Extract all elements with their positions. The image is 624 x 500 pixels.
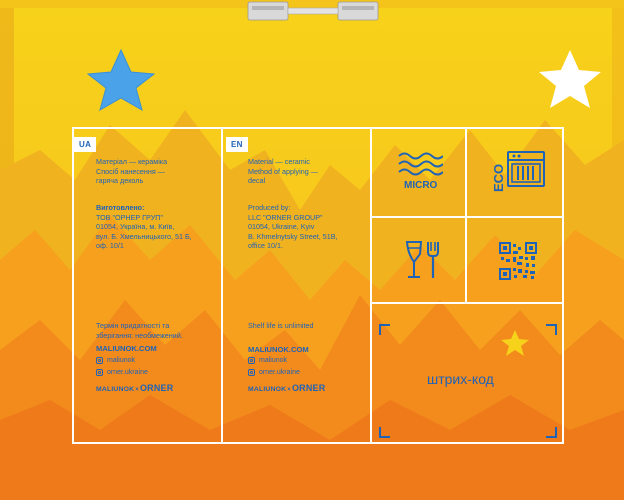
lang-tag-ua: UA	[74, 137, 97, 152]
info-panel	[72, 127, 564, 444]
en-producer-block: Produced by: LLC "ORNER GROUP" 01054, Uk…	[248, 203, 372, 251]
mountains-bottom	[0, 395, 624, 500]
divider-4	[370, 216, 562, 218]
instagram-icon	[96, 357, 103, 364]
ua-method2: гаряча деколь	[96, 176, 144, 186]
ua-shelf-block: Термін придатності та зберігання: необме…	[96, 321, 220, 354]
en-address2: B. Khmelnytsky Street, 51B,	[248, 231, 338, 241]
eco-label: ECO	[491, 163, 506, 192]
qr-code-icon	[499, 242, 537, 280]
en-social-1: maliunok	[248, 357, 287, 364]
en-site: MALIUNOK.COM	[248, 344, 309, 354]
instagram-icon	[248, 369, 255, 376]
ua-social2-label: orner.ukraine	[107, 369, 148, 376]
barcode-label: штрих-код	[427, 371, 494, 387]
white-star-icon	[539, 50, 601, 108]
ua-address3: оф. 10/1	[96, 241, 124, 251]
en-social1-label: maliunok	[259, 357, 288, 364]
ua-logo-x: ×	[135, 387, 139, 393]
instagram-icon	[96, 369, 103, 376]
lid-crease	[0, 0, 624, 8]
barcode-area-frame	[379, 324, 557, 438]
ua-social1-label: maliunok	[107, 357, 136, 364]
dishwasher-icon	[507, 151, 545, 187]
ua-producer-block: Виготовлено: ТОВ "ОРНЕР ГРУП" 01054, Укр…	[96, 203, 220, 251]
en-material-block: Material — ceramic Method of applying — …	[248, 157, 368, 186]
en-logo-right: ORNER	[291, 383, 326, 393]
ua-logo-right: ORNER	[139, 383, 174, 393]
yellow-star-icon	[501, 330, 529, 356]
handle-clip-icon	[247, 1, 379, 21]
divider-5	[370, 302, 562, 304]
ua-method: Спосіб нанесення —	[96, 166, 165, 176]
ua-social-2: orner.ukraine	[96, 369, 148, 376]
en-material: Material — ceramic	[248, 157, 310, 166]
microwave-waves-icon	[398, 152, 443, 176]
ua-social-1: maliunok	[96, 357, 135, 364]
en-made-by-title: Produced by:	[248, 203, 291, 212]
ua-address2: вул. Б. Хмельницького, 51 Б,	[96, 231, 192, 241]
en-method: Method of applying —	[248, 166, 318, 176]
instagram-icon	[248, 357, 255, 364]
ua-shelf2: зберігання: необмежений.	[96, 330, 183, 340]
en-brand-logo: MALIUNOK×ORNER	[248, 383, 325, 393]
en-logo-x: ×	[287, 387, 291, 393]
en-shelf1: Shelf life is unlimited	[248, 321, 314, 330]
en-method2: decal	[248, 176, 266, 186]
divider-2	[370, 129, 372, 442]
ua-brand-logo: MALIUNOK×ORNER	[96, 383, 173, 393]
ua-company: ТОВ "ОРНЕР ГРУП"	[96, 212, 163, 222]
ua-address1: 01054, Україна, м. Київ,	[96, 222, 175, 232]
en-social2-label: orner.ukraine	[259, 369, 300, 376]
ua-material: Матеріал — кераміка	[96, 157, 168, 166]
ua-material-block: Матеріал — кераміка Спосіб нанесення — г…	[96, 157, 216, 186]
ua-made-by-title: Виготовлено:	[96, 203, 145, 212]
food-safe-glass-fork-icon	[405, 241, 439, 278]
divider-1	[221, 129, 223, 442]
micro-label: MICRO	[404, 180, 438, 191]
en-logo-left: MALIUNOK	[248, 386, 287, 393]
ua-shelf1: Термін придатності та	[96, 321, 170, 330]
blue-star-icon	[86, 48, 156, 112]
ua-logo-left: MALIUNOK	[96, 386, 135, 393]
en-address3: office 10/1.	[248, 241, 284, 251]
ua-site: MALIUNOK.COM	[96, 344, 157, 354]
lang-tag-en: EN	[226, 137, 248, 152]
en-company: LLC "ORNER GROUP"	[248, 212, 323, 222]
en-shelf-block: Shelf life is unlimited MALIUNOK.COM	[248, 321, 372, 354]
en-social-2: orner.ukraine	[248, 369, 300, 376]
en-address1: 01054, Ukraine, Kyiv	[248, 222, 315, 232]
